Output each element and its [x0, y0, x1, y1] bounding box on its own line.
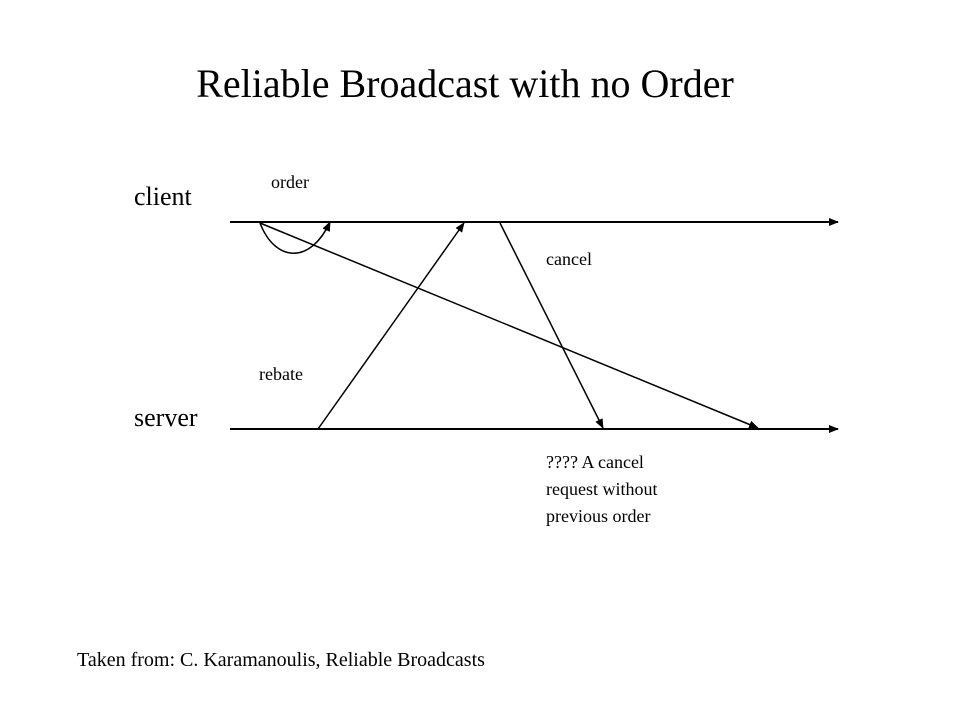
message-label-cancel: cancel: [546, 249, 592, 269]
annotation-note: ???? A cancel request without previous o…: [546, 449, 746, 530]
order-message-arrow: [259, 222, 759, 429]
message-label-order: order: [271, 172, 309, 192]
cancel-message-arrow: [499, 222, 604, 429]
diagram-title: Reliable Broadcast with no Order: [196, 61, 734, 106]
annotation-note-line: previous order: [546, 506, 651, 526]
lane-label-client: client: [134, 182, 192, 211]
annotation-note-line: ???? A cancel: [546, 452, 644, 472]
order-self-arrow: [259, 221, 331, 254]
lane-label-server: server: [134, 403, 198, 432]
annotation-note-line: request without: [546, 479, 658, 499]
source-credit: Taken from: C. Karamanoulis, Reliable Br…: [77, 649, 485, 671]
rebate-message-arrow: [317, 222, 465, 430]
message-label-rebate: rebate: [259, 364, 303, 384]
